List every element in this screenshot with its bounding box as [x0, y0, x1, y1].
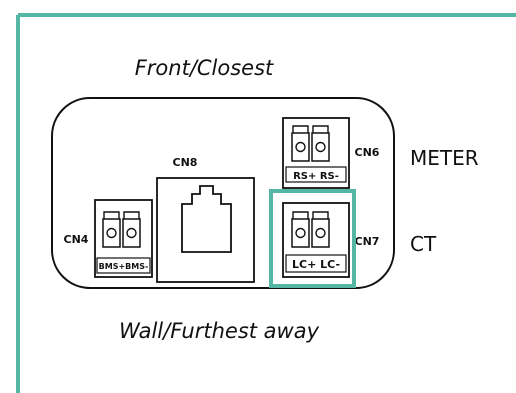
cn4-label: CN4	[64, 233, 89, 246]
front-label: Front/Closest	[135, 56, 274, 80]
cn6-pin-labels: RS+ RS-	[293, 171, 339, 182]
device-housing	[51, 97, 395, 289]
cn4-pin-labels: BMS+BMS-	[99, 262, 149, 271]
cn8-label: CN8	[173, 156, 198, 169]
cn7-label: CN7	[355, 235, 380, 248]
cn4-terminal-block-icon	[94, 199, 153, 278]
ethernet-port-icon	[156, 177, 255, 283]
cn7-pin-labels: LC+ LC-	[292, 258, 340, 271]
cn7-highlight-box	[269, 189, 356, 288]
cn6-label: CN6	[355, 146, 380, 159]
cn7-terminal-block-icon	[282, 202, 350, 278]
meter-label: METER	[410, 146, 479, 170]
wall-label: Wall/Furthest away	[119, 319, 320, 343]
ct-label: CT	[410, 232, 437, 256]
cn6-terminal-block-icon	[282, 117, 350, 189]
